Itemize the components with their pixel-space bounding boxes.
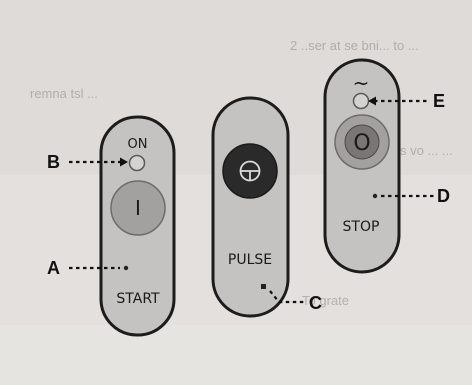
stop-button-center <box>344 124 380 160</box>
pulse-label: PULSE <box>228 252 272 268</box>
bleed-through-text-3: s vo ... ... <box>400 143 453 158</box>
leader-c <box>269 290 306 304</box>
callout-b: B <box>47 152 60 172</box>
bleed-through-text-4: To grate <box>302 293 349 308</box>
stop-indicator-lamp <box>352 92 370 110</box>
callout-d: D <box>437 186 450 206</box>
callout-c: C <box>309 293 322 313</box>
leader-lines <box>69 99 434 304</box>
bleed-through-text-2: remna tsl ... <box>30 86 98 101</box>
marker-c <box>261 284 266 289</box>
on-label: ON <box>128 137 148 152</box>
callout-e: E <box>433 91 445 111</box>
start-label: START <box>116 291 160 307</box>
callout-a: A <box>47 258 60 278</box>
arrowhead-b <box>120 157 128 167</box>
bleed-through-text-1: 2 ..ser at se bni... to ... <box>290 38 419 53</box>
pulse-unit-body <box>211 96 290 318</box>
pulse-symbol-icon <box>239 160 261 182</box>
arrowhead-e <box>368 96 376 106</box>
stop-unit: ~ O STOP <box>323 58 401 274</box>
pulse-unit: PULSE <box>211 96 290 318</box>
on-indicator-lamp <box>128 154 146 172</box>
stop-label: STOP <box>343 219 380 235</box>
start-button-symbol: I <box>135 196 141 220</box>
start-unit: ON I START <box>99 115 176 337</box>
stop-wave-symbol: ~ <box>353 71 370 95</box>
stop-button-symbol: O <box>353 131 370 156</box>
marker-d <box>372 193 378 199</box>
marker-a <box>123 265 129 271</box>
leader-arrowheads <box>120 96 376 167</box>
start-button[interactable] <box>110 180 166 236</box>
